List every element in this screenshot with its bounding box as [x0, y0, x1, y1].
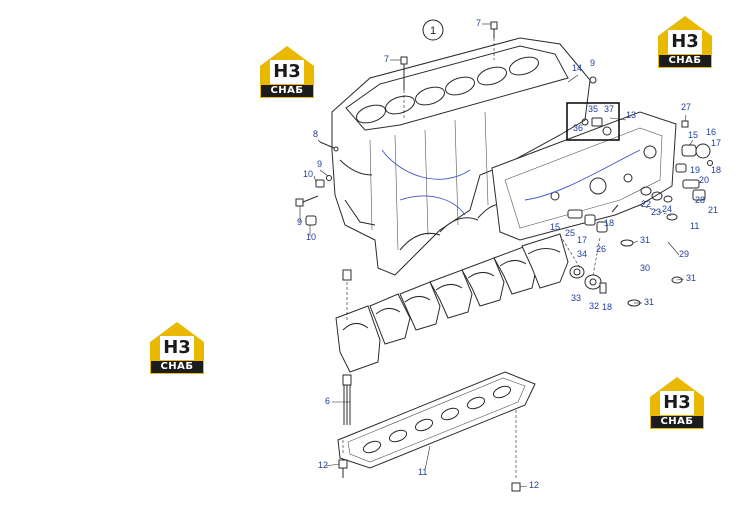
callout-9: 9 [590, 58, 595, 68]
callout-17: 17 [711, 138, 721, 148]
main-bearing-bolt [342, 269, 352, 425]
callout-7: 7 [384, 54, 389, 64]
oil-pipe [620, 213, 683, 307]
logo-text: СНАБ [668, 55, 702, 66]
callout-31: 31 [686, 273, 696, 283]
callout-18: 18 [602, 302, 612, 312]
callout-31: 31 [644, 297, 654, 307]
detail-frame [566, 102, 620, 141]
callout-31: 31 [640, 235, 650, 245]
timing-cover [491, 111, 677, 241]
callout-7: 7 [476, 18, 481, 28]
view-number: 1 [430, 25, 436, 37]
callout-27: 27 [681, 102, 691, 112]
oil-pan-stiffener [337, 371, 536, 469]
right-fittings [567, 76, 713, 233]
callout-36: 36 [573, 123, 583, 133]
leader-lines [299, 23, 694, 488]
left-fittings [295, 141, 339, 226]
callout-23: 23 [651, 207, 661, 217]
logo-bar: СНАБ [650, 415, 704, 429]
stud-bolt-7-left [400, 56, 408, 90]
callout-35: 35 [588, 104, 598, 114]
callout-17: 17 [577, 235, 587, 245]
callout-26: 26 [596, 244, 606, 254]
detail-parts [581, 117, 612, 136]
logo-house-icon [658, 16, 712, 54]
callout-29: 29 [679, 249, 689, 259]
view-number-marker: 1 [422, 19, 444, 41]
callout-24: 24 [662, 204, 672, 214]
assembly-lines [403, 38, 673, 276]
callout-30: 30 [640, 263, 650, 273]
watermark-logo: H3 СНАБ [256, 44, 318, 102]
watermark-logo: H3 СНАБ [654, 14, 716, 72]
logo-house-icon [650, 377, 704, 415]
logo-house-icon [150, 322, 204, 360]
logo-letters: H3 [663, 392, 691, 413]
watermark-logo: H3 СНАБ [646, 375, 708, 433]
callout-15: 15 [550, 222, 560, 232]
callout-8: 8 [313, 129, 318, 139]
callout-9: 9 [297, 217, 302, 227]
seal-parts [569, 265, 607, 294]
logo-letters: H3 [163, 337, 191, 358]
logo-letters: H3 [671, 31, 699, 52]
callout-12: 12 [529, 480, 539, 490]
callout-22: 22 [641, 199, 651, 209]
callout-37: 37 [604, 104, 614, 114]
callout-16: 16 [706, 127, 716, 137]
callout-34: 34 [577, 249, 587, 259]
callout-20: 20 [699, 175, 709, 185]
callout-28: 28 [695, 195, 705, 205]
callout-10: 10 [303, 169, 313, 179]
callout-19: 19 [690, 165, 700, 175]
logo-house-icon [260, 46, 314, 84]
callout-9: 9 [317, 159, 322, 169]
callout-25: 25 [565, 228, 575, 238]
logo-text: СНАБ [660, 416, 694, 427]
logo-bar: СНАБ [150, 360, 204, 374]
callout-11: 11 [690, 221, 699, 231]
callout-10: 10 [306, 232, 316, 242]
callout-14: 14 [572, 63, 582, 73]
logo-text: СНАБ [160, 361, 194, 372]
callout-11: 11 [418, 467, 427, 477]
logo-bar: СНАБ [260, 84, 314, 98]
callout-32: 32 [589, 301, 599, 311]
pan-bolt-12-right [511, 410, 521, 492]
logo-letters: H3 [273, 61, 301, 82]
stud-bolt-7-top [490, 21, 498, 38]
callout-18: 18 [711, 165, 721, 175]
callout-12: 12 [318, 460, 328, 470]
callout-21: 21 [708, 205, 718, 215]
callout-18: 18 [604, 218, 614, 228]
watermark-logo: H3 СНАБ [146, 320, 208, 378]
main-bearing-caps [335, 233, 569, 373]
logo-text: СНАБ [270, 85, 304, 96]
logo-bar: СНАБ [658, 54, 712, 68]
callout-6: 6 [325, 396, 330, 406]
callout-33: 33 [571, 293, 581, 303]
callout-13: 13 [626, 110, 636, 120]
callout-15: 15 [688, 130, 698, 140]
